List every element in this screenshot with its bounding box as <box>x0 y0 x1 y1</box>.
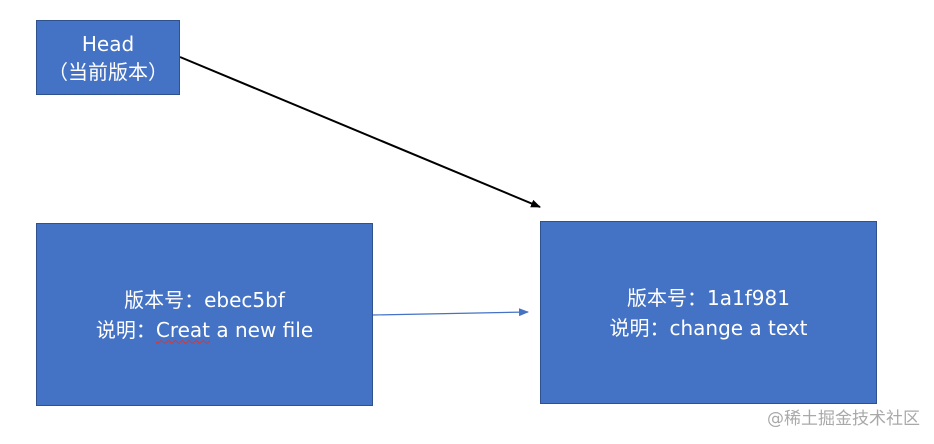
head-label: Head <box>81 31 135 56</box>
version-id-old: 版本号：ebec5bf <box>124 287 285 312</box>
version-id-new: 版本号：1a1f981 <box>627 285 790 310</box>
version-desc-old: 说明：Creat a new file <box>96 315 313 345</box>
version-desc-new: 说明：change a text <box>609 315 808 340</box>
misspelled-word: Creat <box>155 317 211 342</box>
desc-rest: a new file <box>210 317 314 342</box>
version-box-old: 版本号：ebec5bf 说明：Creat a new file <box>36 223 373 406</box>
head-pointer-box: Head （当前版本） <box>36 20 180 95</box>
desc-prefix: 说明： <box>95 317 156 342</box>
head-pointer-arrow <box>179 56 541 208</box>
site-watermark: @稀土掘金技术社区 <box>767 409 920 429</box>
version-box-new: 版本号：1a1f981 说明：change a text <box>540 221 877 404</box>
version-link-arrow <box>372 308 529 317</box>
head-sublabel: （当前版本） <box>48 59 168 84</box>
